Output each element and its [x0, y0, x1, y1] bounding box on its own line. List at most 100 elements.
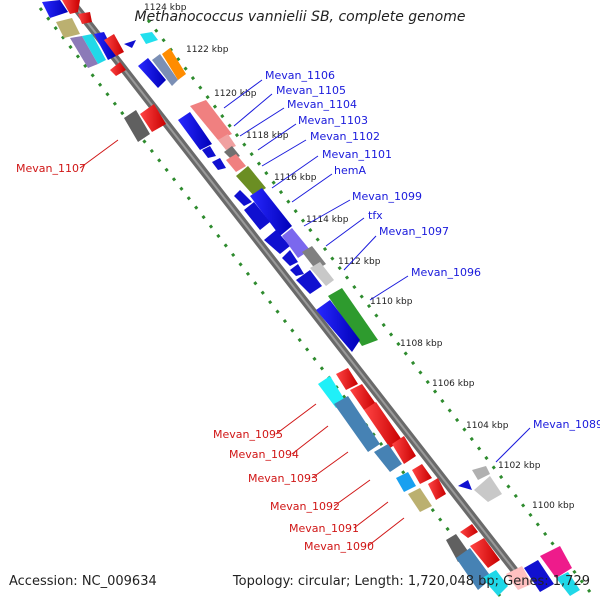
gene-reverse[interactable] — [456, 548, 492, 590]
gene-forward[interactable] — [250, 188, 292, 236]
gene-forward[interactable] — [234, 190, 252, 206]
genome-title: Methanococcus vannielii SB, complete gen… — [134, 9, 466, 25]
kbp-label: 1114 kbp — [306, 215, 349, 225]
gene-label-mevan-1095[interactable]: Mevan_1095 — [213, 428, 283, 441]
gene-reverse[interactable] — [374, 444, 402, 472]
kbp-label: 1102 kbp — [498, 461, 541, 471]
gene-label-mevan-1092[interactable]: Mevan_1092 — [270, 500, 340, 513]
gene-forward[interactable] — [472, 466, 490, 480]
kbp-label: 1100 kbp — [532, 501, 575, 511]
gene-label-mevan-1104[interactable]: Mevan_1104 — [287, 98, 357, 111]
gene-label-mevan-1096[interactable]: Mevan_1096 — [411, 266, 481, 279]
gene-reverse[interactable] — [392, 436, 416, 464]
gene-reverse[interactable] — [42, 0, 68, 18]
gene-label-mevan-1105[interactable]: Mevan_1105 — [276, 84, 346, 97]
gene-reverse[interactable] — [318, 376, 346, 408]
gene-reverse[interactable] — [412, 464, 432, 484]
gene-reverse[interactable] — [364, 402, 402, 448]
gene-reverse[interactable] — [140, 104, 166, 132]
forward-leader-lines — [223, 79, 531, 463]
gene-reverse[interactable] — [396, 472, 416, 492]
forward-strand-genes — [124, 32, 580, 596]
kbp-label: 1124 kbp — [144, 3, 187, 13]
accession-text: Accession: NC_009634 — [9, 574, 157, 589]
gene-label-mevan-1089[interactable]: Mevan_1089 — [533, 418, 600, 431]
reverse-strand-genes — [42, 0, 532, 596]
gene-reverse[interactable] — [334, 396, 380, 452]
gene-forward[interactable] — [296, 270, 322, 294]
dotted-track-left — [38, 7, 502, 597]
gene-forward[interactable] — [282, 228, 310, 258]
gene-forward[interactable] — [218, 134, 236, 150]
gene-forward[interactable] — [226, 154, 246, 172]
kbp-label: 1118 kbp — [246, 131, 289, 141]
gene-label-mevan-1103[interactable]: Mevan_1103 — [298, 114, 368, 127]
kbp-label: 1110 kbp — [370, 297, 413, 307]
gene-forward[interactable] — [236, 166, 266, 196]
gene-reverse[interactable] — [62, 0, 80, 14]
reverse-gene-labels: Mevan_1107 Mevan_1095 Mevan_1094 Mevan_1… — [16, 162, 374, 553]
kbp-label: 1116 kbp — [274, 173, 317, 183]
gene-reverse[interactable] — [82, 34, 106, 64]
gene-reverse[interactable] — [124, 110, 150, 142]
gene-reverse[interactable] — [56, 18, 80, 38]
gene-label-mevan-1091[interactable]: Mevan_1091 — [289, 522, 359, 535]
gene-reverse[interactable] — [70, 36, 98, 68]
gene-forward[interactable] — [556, 572, 580, 596]
gene-forward[interactable] — [316, 300, 360, 352]
kbp-label: 1122 kbp — [186, 45, 229, 55]
gene-forward[interactable] — [202, 146, 216, 158]
gene-forward[interactable] — [178, 112, 212, 150]
gene-reverse[interactable] — [350, 384, 376, 410]
topology-text: Topology: circular; Length: 1,720,048 bp… — [232, 574, 590, 589]
gene-reverse[interactable] — [506, 566, 532, 590]
gene-forward[interactable] — [152, 54, 178, 86]
kbp-label: 1106 kbp — [432, 379, 475, 389]
gene-reverse[interactable] — [104, 34, 124, 56]
gene-label-mevan-1099[interactable]: Mevan_1099 — [352, 190, 422, 203]
gene-forward[interactable] — [190, 100, 232, 140]
gene-reverse[interactable] — [460, 524, 478, 538]
gene-forward[interactable] — [310, 262, 334, 286]
gene-label-mevan-1107[interactable]: Mevan_1107 — [16, 162, 86, 175]
gene-forward[interactable] — [138, 58, 166, 88]
gene-forward[interactable] — [140, 32, 158, 44]
gene-label-mevan-1094[interactable]: Mevan_1094 — [229, 448, 299, 461]
gene-label-tfx[interactable]: tfx — [368, 209, 383, 222]
gene-reverse[interactable] — [470, 538, 500, 568]
gene-label-mevan-1101[interactable]: Mevan_1101 — [322, 148, 392, 161]
kbp-label: 1104 kbp — [466, 421, 509, 431]
gene-label-hemA[interactable]: hemA — [334, 164, 366, 177]
gene-label-mevan-1090[interactable]: Mevan_1090 — [304, 540, 374, 553]
gene-forward[interactable] — [524, 560, 554, 592]
gene-forward[interactable] — [474, 476, 502, 502]
kbp-label: 1112 kbp — [338, 257, 381, 267]
gene-forward[interactable] — [540, 546, 572, 578]
gene-forward[interactable] — [290, 264, 304, 276]
gene-reverse[interactable] — [78, 12, 92, 24]
gene-reverse[interactable] — [428, 478, 446, 500]
gene-forward[interactable] — [328, 288, 378, 346]
dotted-track-right — [146, 19, 592, 593]
gene-forward[interactable] — [282, 250, 298, 266]
gene-forward[interactable] — [264, 230, 290, 254]
reverse-leader-lines — [79, 139, 405, 547]
gene-reverse[interactable] — [482, 570, 508, 596]
gene-label-mevan-1097[interactable]: Mevan_1097 — [379, 225, 449, 238]
gene-reverse[interactable] — [336, 368, 358, 390]
forward-gene-labels: Mevan_1106 Mevan_1105 Mevan_1104 Mevan_1… — [265, 69, 600, 431]
gene-forward[interactable] — [124, 40, 136, 48]
gene-forward[interactable] — [212, 158, 226, 170]
kbp-ticks: 1124 kbp 1122 kbp 1120 kbp 1118 kbp 1116… — [144, 3, 575, 511]
gene-label-mevan-1102[interactable]: Mevan_1102 — [310, 130, 380, 143]
gene-reverse[interactable] — [94, 32, 116, 60]
kbp-label: 1120 kbp — [214, 89, 257, 99]
gene-reverse[interactable] — [110, 62, 126, 76]
gene-label-mevan-1093[interactable]: Mevan_1093 — [248, 472, 318, 485]
gene-label-mevan-1106[interactable]: Mevan_1106 — [265, 69, 335, 82]
gene-forward[interactable] — [458, 480, 472, 490]
gene-forward[interactable] — [244, 202, 270, 230]
gene-reverse[interactable] — [408, 488, 432, 512]
gene-forward[interactable] — [162, 48, 186, 80]
